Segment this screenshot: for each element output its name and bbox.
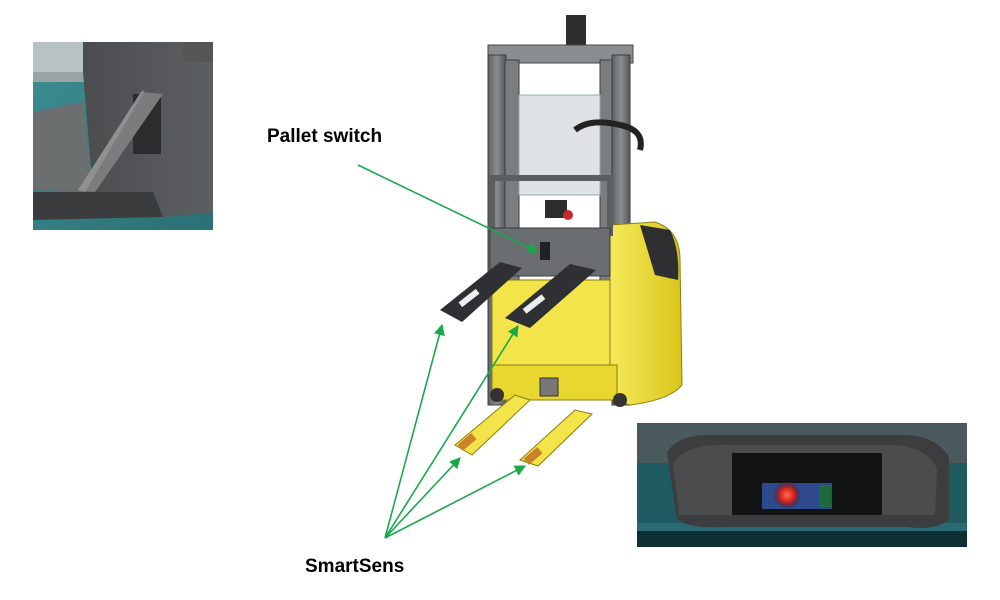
- fork-left: [440, 262, 522, 322]
- arrow-pallet-switch: [357, 164, 540, 253]
- smartsens-sensor-photo: [637, 423, 967, 547]
- cylinder-top: [566, 15, 586, 53]
- arrow-smartsens-1: [384, 323, 445, 539]
- smartsens-label: SmartSens: [305, 556, 405, 577]
- pallet-switch-photo-drawing: [33, 42, 213, 230]
- annotation-arrows: [357, 164, 540, 539]
- arrow-smartsens-3: [384, 457, 461, 539]
- arrow-smartsens-4: [384, 465, 526, 539]
- pallet-switch-marker: [540, 242, 550, 260]
- arrow-smartsens-2: [384, 325, 519, 539]
- stacker-truck-illustration: [440, 15, 683, 467]
- smartsens-photo-drawing: [637, 423, 967, 547]
- pallet-switch-photo: [33, 42, 213, 230]
- pallet-switch-label: Pallet switch: [267, 126, 383, 147]
